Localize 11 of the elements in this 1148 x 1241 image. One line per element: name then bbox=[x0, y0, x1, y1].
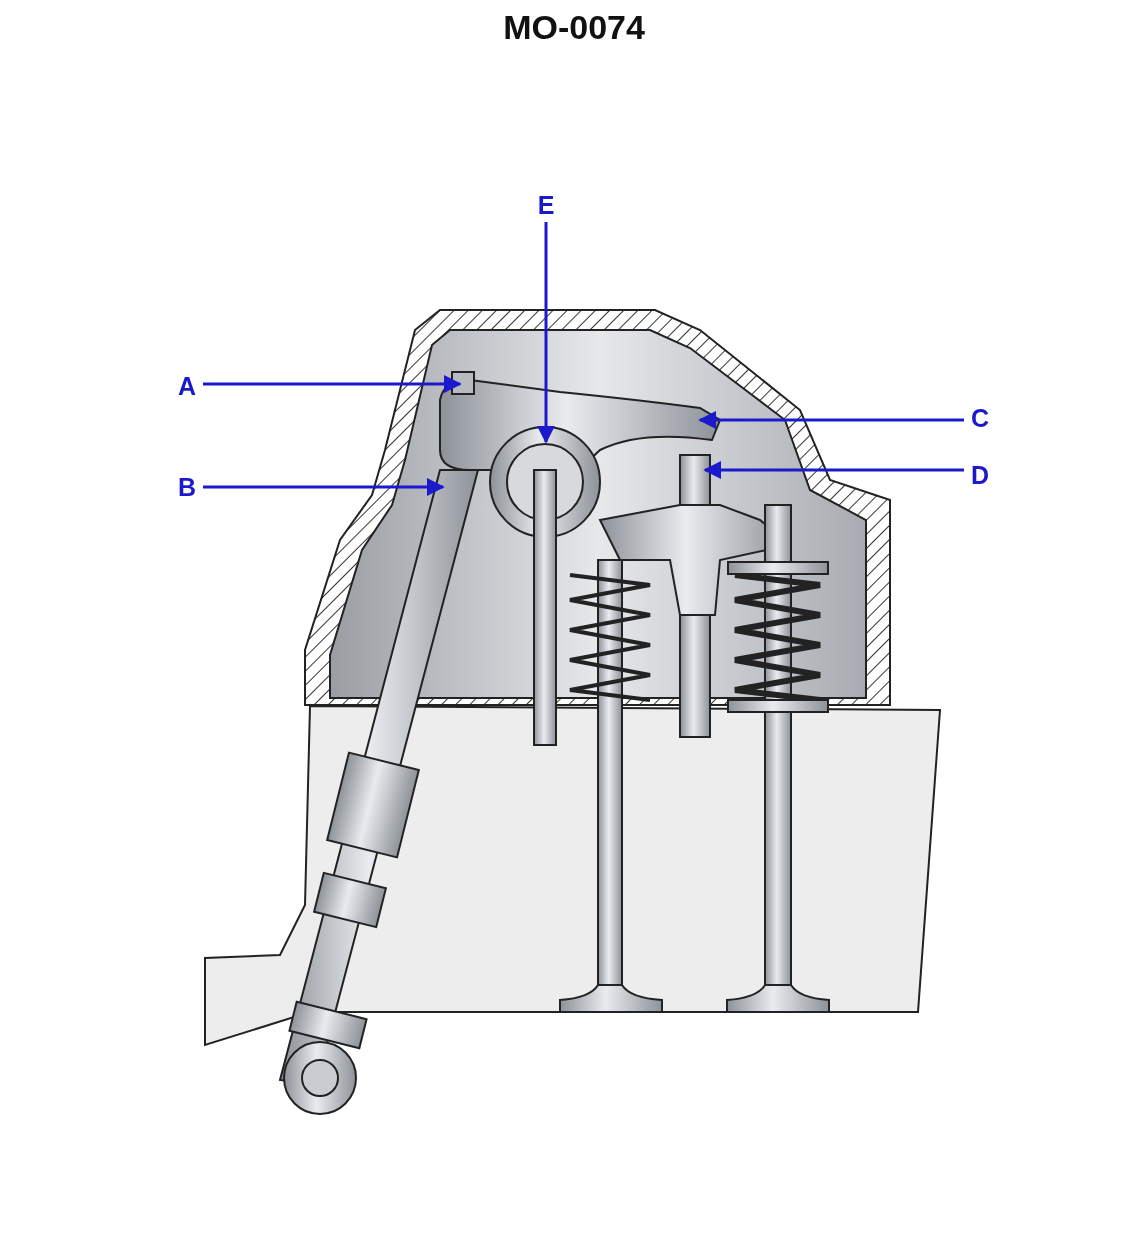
leader-line bbox=[537, 222, 555, 444]
leader-line bbox=[203, 478, 445, 496]
callout-letter: C bbox=[968, 403, 992, 433]
callout-letter: D bbox=[968, 460, 992, 490]
leader-line bbox=[698, 411, 964, 429]
callout-letter: E bbox=[534, 190, 558, 220]
callout-letter: A bbox=[175, 371, 199, 401]
diagram-title: MO-0074 bbox=[502, 8, 646, 47]
callout-letter: B bbox=[175, 472, 199, 502]
leader-line bbox=[203, 375, 462, 393]
leader-line bbox=[703, 461, 964, 479]
